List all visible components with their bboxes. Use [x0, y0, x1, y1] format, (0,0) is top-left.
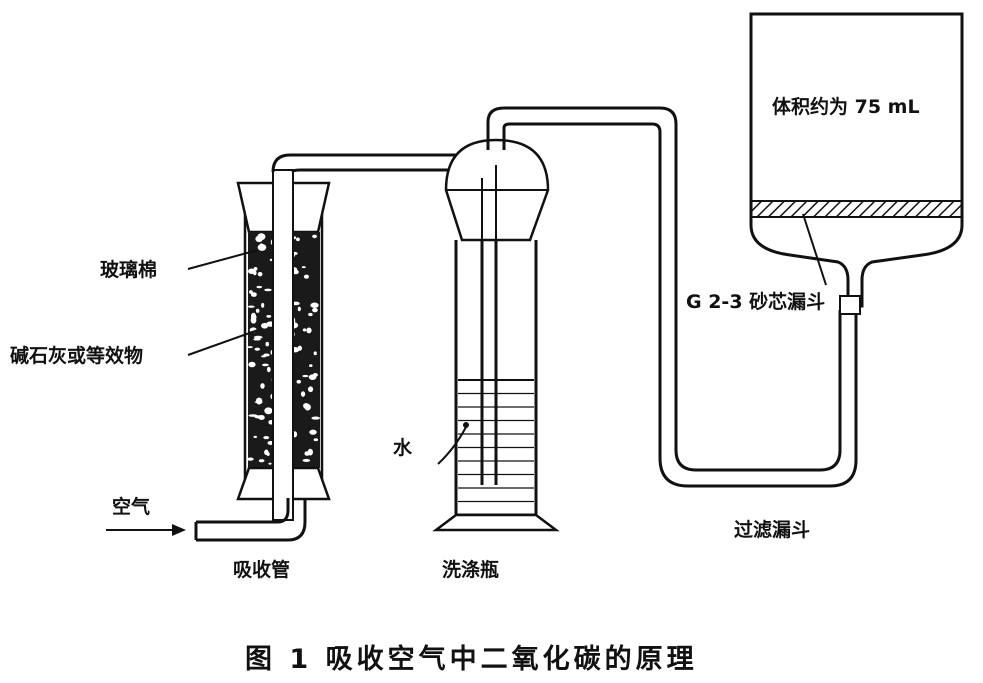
inner-tube	[272, 169, 294, 521]
wash-bottle-base	[432, 513, 560, 532]
label-frit-funnel: G 2-3 砂芯漏斗	[686, 290, 825, 313]
air-arrow	[106, 524, 186, 536]
label-wash-bottle: 洗涤瓶	[442, 558, 499, 581]
leader-glass-wool	[187, 249, 259, 270]
leader-soda-lime	[187, 329, 259, 356]
label-filter-funnel: 过滤漏斗	[734, 519, 810, 541]
label-water: 水	[393, 437, 413, 459]
wash-bottle	[432, 138, 560, 532]
label-glass-wool: 玻璃棉	[100, 258, 157, 281]
connecting-pipe-2	[486, 106, 842, 472]
leader-water	[437, 426, 467, 465]
label-absorption-tube: 吸收管	[233, 558, 290, 581]
leader-frit	[802, 213, 827, 286]
air-inlet-pipe	[196, 498, 290, 524]
sintered-frit	[750, 200, 963, 218]
filter-funnel	[749, 12, 964, 315]
funnel-reservoir	[749, 12, 964, 308]
label-volume: 体积约为 75 mL	[772, 95, 920, 118]
absorption-tube	[236, 169, 331, 521]
figure-caption: 图 1 吸收空气中二氧化碳的原理	[245, 643, 698, 675]
label-soda-lime: 碱石灰或等效物	[10, 344, 143, 367]
label-air: 空气	[112, 495, 150, 518]
